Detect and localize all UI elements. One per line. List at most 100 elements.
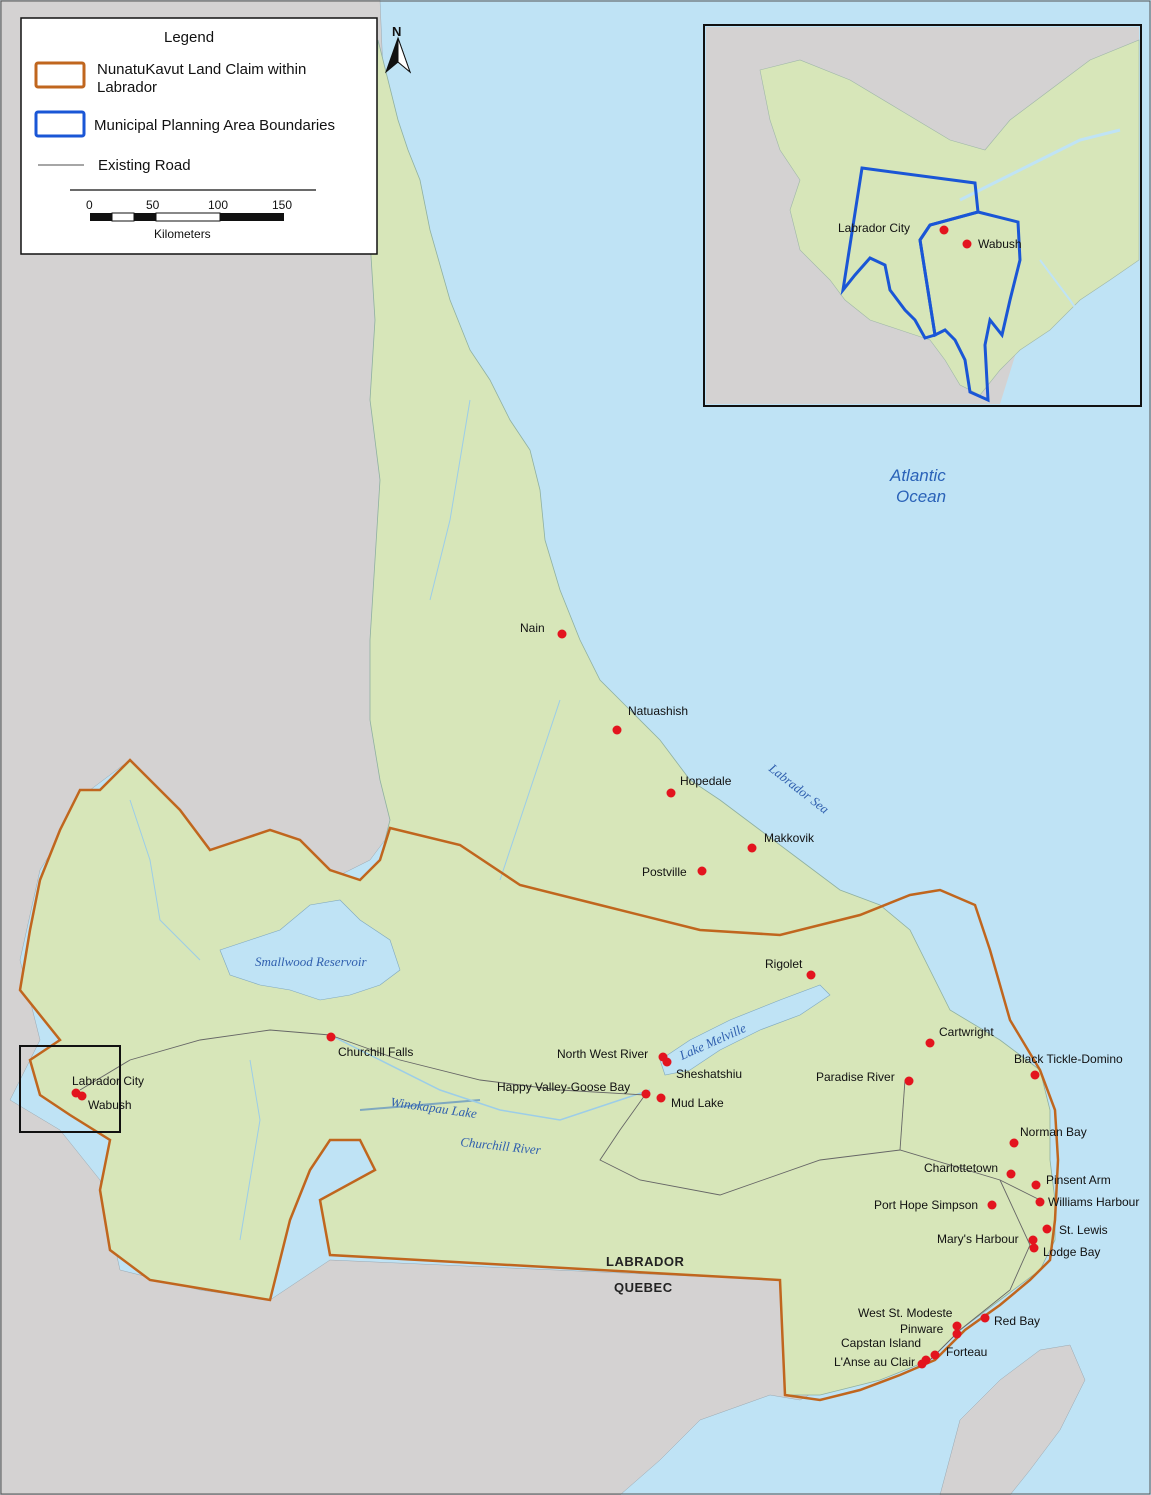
churchill-river xyxy=(329,1034,651,1121)
legend-panel: Legend NunatuKavut Land Claim within Lab… xyxy=(20,17,378,255)
community-label: Williams Harbour xyxy=(1048,1195,1139,1209)
north-arrow-label: N xyxy=(392,24,401,39)
community-label: Wabush xyxy=(88,1098,132,1112)
community-marker xyxy=(662,1057,672,1067)
label-labrador: LABRADOR xyxy=(606,1254,684,1269)
community-label: Pinware xyxy=(900,1322,944,1336)
legend-claim-label-2: Labrador xyxy=(97,79,157,96)
community-label: Charlottetown xyxy=(924,1161,998,1175)
scale-bar: 0 50 100 150 Kilometers xyxy=(70,189,316,241)
community-marker xyxy=(326,1032,336,1042)
newfoundland-land xyxy=(939,1344,1086,1495)
road xyxy=(599,1094,1041,1201)
community-marker xyxy=(1042,1224,1052,1234)
scale-tick-label: 150 xyxy=(272,198,292,212)
community-marker xyxy=(1030,1070,1040,1080)
legend-claim-label-1: NunatuKavut Land Claim within xyxy=(97,61,306,78)
lake-melville xyxy=(659,984,831,1076)
community-label: Cartwright xyxy=(939,1025,994,1039)
river xyxy=(499,699,561,881)
community-marker xyxy=(747,843,757,853)
community-label: West St. Modeste xyxy=(858,1306,953,1320)
community-label: Pinsent Arm xyxy=(1046,1173,1111,1187)
community-marker xyxy=(952,1329,962,1339)
community-marker xyxy=(1029,1243,1039,1253)
label-quebec: QUEBEC xyxy=(614,1280,673,1295)
communities: Nain Natuashish Hopedale Makkovik Postvi… xyxy=(71,621,1139,1369)
community-label: Rigolet xyxy=(765,957,803,971)
label-atlantic-ocean-1: Atlantic xyxy=(889,466,946,485)
community-marker xyxy=(666,788,676,798)
community-marker xyxy=(917,1359,927,1369)
community-marker xyxy=(1028,1235,1038,1245)
inset-community-label: Wabush xyxy=(978,237,1022,251)
inset-waterway xyxy=(959,128,1121,202)
community-marker xyxy=(612,725,622,735)
legend-title: Legend xyxy=(164,29,214,46)
scale-tick-label: 0 xyxy=(86,198,93,212)
community-label: Mary's Harbour xyxy=(937,1232,1019,1246)
community-label: Happy Valley-Goose Bay xyxy=(497,1080,630,1094)
community-label: Labrador City xyxy=(72,1074,144,1088)
community-marker xyxy=(1035,1197,1045,1207)
community-marker xyxy=(1031,1180,1041,1190)
community-marker xyxy=(557,629,567,639)
scale-tick-label: 50 xyxy=(146,198,160,212)
community-marker xyxy=(697,866,707,876)
road xyxy=(329,1034,646,1096)
smallwood-reservoir xyxy=(219,899,401,1001)
community-label: Red Bay xyxy=(994,1314,1040,1328)
community-label: Nain xyxy=(520,621,545,635)
community-label: Natuashish xyxy=(628,704,688,718)
scale-bar-segment xyxy=(134,213,156,221)
scale-bar-segment xyxy=(111,212,135,222)
community-label: Port Hope Simpson xyxy=(874,1198,978,1212)
community-marker xyxy=(77,1091,87,1101)
inset-community-marker xyxy=(939,225,949,235)
community-label: Postville xyxy=(642,865,687,879)
community-label: Black Tickle-Domino xyxy=(1014,1052,1123,1066)
river xyxy=(429,399,471,601)
inset-green-land xyxy=(759,39,1140,396)
community-marker xyxy=(952,1321,962,1331)
winokapau-lake xyxy=(359,1099,481,1111)
community-marker xyxy=(930,1350,940,1360)
legend-planning-symbol xyxy=(34,110,86,138)
community-label: Churchill Falls xyxy=(338,1045,413,1059)
community-marker xyxy=(806,970,816,980)
label-atlantic-ocean-2: Ocean xyxy=(896,487,946,506)
inset-community-label: Labrador City xyxy=(838,221,910,235)
community-label: L'Anse au Clair xyxy=(834,1355,915,1369)
scale-units-label: Kilometers xyxy=(154,227,211,241)
scale-bar-segment xyxy=(220,213,284,221)
road xyxy=(929,1179,1031,1361)
road xyxy=(899,1079,906,1151)
inset-locator-box xyxy=(19,1045,121,1133)
inset-waterway xyxy=(1039,259,1111,351)
community-label: Mud Lake xyxy=(671,1096,724,1110)
scale-bar-segment xyxy=(90,213,112,221)
community-marker xyxy=(904,1076,914,1086)
community-label: Forteau xyxy=(946,1345,987,1359)
community-marker xyxy=(987,1200,997,1210)
community-marker xyxy=(925,1038,935,1048)
road xyxy=(79,1029,331,1091)
community-label: Sheshatshiu xyxy=(676,1067,742,1081)
community-marker xyxy=(1006,1169,1016,1179)
community-marker xyxy=(656,1093,666,1103)
community-label: St. Lewis xyxy=(1059,1223,1108,1237)
community-label: Capstan Island xyxy=(841,1336,921,1350)
community-label: Hopedale xyxy=(680,774,732,788)
community-marker xyxy=(641,1089,651,1099)
label-smallwood-reservoir: Smallwood Reservoir xyxy=(255,954,368,969)
road-network xyxy=(79,1029,1041,1361)
community-marker xyxy=(1009,1138,1019,1148)
nunatukavut-claim-boundary xyxy=(18,758,1060,1402)
scale-tick-label: 100 xyxy=(208,198,228,212)
community-label: Norman Bay xyxy=(1020,1125,1087,1139)
scale-bar-segment xyxy=(155,212,221,222)
river xyxy=(129,799,201,961)
north-arrow-half xyxy=(397,37,412,74)
